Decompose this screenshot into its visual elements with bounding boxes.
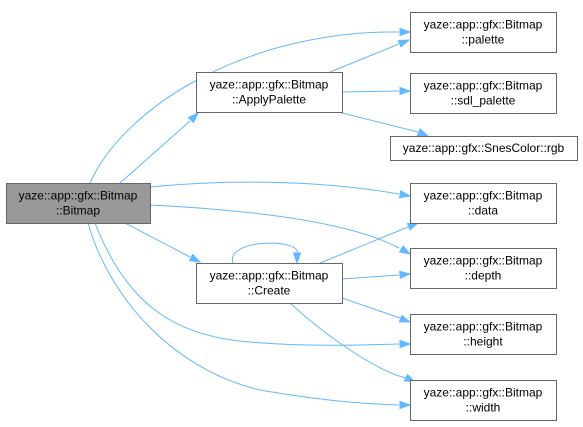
node-width[interactable]: yaze::app::gfx::Bitmap::width: [410, 380, 557, 421]
node-sdl-palette[interactable]: yaze::app::gfx::Bitmap::sdl_palette: [410, 73, 557, 114]
arrowhead-icon: [292, 252, 302, 265]
node-box: [410, 380, 557, 421]
edge-line: [94, 222, 400, 346]
node-label-member: ::sdl_palette: [451, 94, 516, 108]
edge-line: [149, 204, 400, 249]
arrowhead-icon: [187, 111, 200, 124]
arrowhead-icon: [188, 253, 202, 263]
node-label-member: ::ApplyPalette: [232, 93, 306, 107]
node-box: [410, 248, 557, 289]
node-rgb[interactable]: yaze::app::gfx::SnesColor::rgb: [390, 136, 578, 161]
node-depth[interactable]: yaze::app::gfx::Bitmap::depth: [410, 248, 557, 289]
arrowhead-icon: [398, 314, 412, 323]
node-box: [410, 73, 557, 114]
edge-bitmap-to-applypalette: [119, 111, 200, 184]
node-label-scope: yaze::app::gfx::Bitmap: [424, 320, 543, 334]
node-palette[interactable]: yaze::app::gfx::Bitmap::palette: [410, 12, 557, 53]
edge-create-to-create: [232, 242, 302, 265]
node-label-scope: yaze::app::gfx::Bitmap: [19, 189, 138, 203]
edge-create-to-depth: [341, 270, 412, 280]
edge-applypalette-to-rgb: [341, 112, 430, 137]
node-label-scope: yaze::app::gfx::Bitmap: [210, 269, 329, 283]
node-box: [390, 136, 578, 161]
edge-line: [119, 120, 191, 184]
edge-line: [232, 242, 298, 264]
node-box: [196, 263, 343, 304]
edge-line: [341, 112, 419, 133]
arrowhead-icon: [399, 27, 412, 37]
node-label-scope: yaze::app::gfx::Bitmap: [424, 386, 543, 400]
node-height[interactable]: yaze::app::gfx::Bitmap::height: [410, 314, 557, 355]
node-box: [410, 12, 557, 53]
arrowhead-icon: [406, 222, 420, 231]
edge-create-to-width: [289, 302, 417, 383]
node-create[interactable]: yaze::app::gfx::Bitmap::Create: [196, 263, 343, 304]
node-label-scope: yaze::app::gfx::SnesColor::rgb: [403, 141, 565, 155]
node-label-scope: yaze::app::gfx::Bitmap: [424, 79, 543, 93]
node-label-member: ::palette: [462, 33, 505, 47]
edge-applypalette-to-sdl_palette: [341, 86, 412, 96]
edge-applypalette-to-palette: [329, 39, 411, 73]
edge-line: [341, 297, 401, 319]
node-data[interactable]: yaze::app::gfx::Bitmap::data: [410, 183, 557, 224]
edge-line: [124, 222, 191, 258]
edges-layer: [87, 27, 430, 410]
arrowhead-icon: [416, 128, 430, 137]
node-applypalette[interactable]: yaze::app::gfx::Bitmap::ApplyPalette: [196, 72, 343, 113]
node-label-member: ::Bitmap: [56, 204, 100, 218]
edge-line: [87, 222, 400, 406]
node-bitmap: yaze::app::gfx::Bitmap::Bitmap: [6, 183, 151, 224]
edge-line: [329, 43, 400, 73]
node-box: [410, 314, 557, 355]
edge-line: [341, 90, 400, 93]
edge-line: [289, 302, 407, 379]
node-label-member: ::height: [463, 335, 503, 349]
edge-create-to-data: [319, 222, 420, 264]
edge-line: [319, 226, 409, 264]
arrowhead-icon: [399, 86, 412, 96]
node-label-scope: yaze::app::gfx::Bitmap: [424, 18, 543, 32]
node-label-scope: yaze::app::gfx::Bitmap: [424, 189, 543, 203]
edge-bitmap-to-depth: [149, 204, 412, 255]
arrowhead-icon: [398, 245, 412, 255]
edge-create-to-height: [341, 297, 412, 323]
edge-bitmap-to-width: [87, 222, 412, 410]
arrowhead-icon: [399, 400, 412, 410]
edge-bitmap-to-data: [149, 181, 412, 199]
edge-line: [149, 181, 400, 195]
edge-bitmap-to-create: [124, 222, 202, 263]
arrowhead-icon: [399, 339, 412, 349]
node-box: [6, 183, 151, 224]
node-label-member: ::Create: [248, 284, 291, 298]
edge-line: [341, 274, 400, 280]
node-label-scope: yaze::app::gfx::Bitmap: [424, 254, 543, 268]
nodes-layer: yaze::app::gfx::Bitmap::Bitmapyaze::app:…: [6, 12, 578, 421]
node-label-member: ::width: [466, 401, 501, 415]
arrowhead-icon: [399, 270, 412, 280]
node-label-scope: yaze::app::gfx::Bitmap: [210, 78, 329, 92]
edge-bitmap-to-height: [94, 222, 412, 349]
node-label-member: ::data: [468, 204, 498, 218]
node-label-member: ::depth: [465, 269, 502, 283]
arrowhead-icon: [398, 189, 412, 199]
node-box: [410, 183, 557, 224]
node-box: [196, 72, 343, 113]
arrowhead-icon: [397, 39, 411, 48]
